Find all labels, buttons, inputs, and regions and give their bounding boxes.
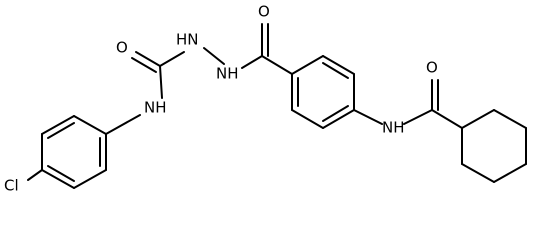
bond — [159, 51, 185, 67]
atom-labels: O NH O HN NH NH O Cl — [4, 3, 438, 195]
bond — [403, 109, 433, 125]
atom-label-o-cyclohexyl-amide: O — [426, 59, 438, 77]
atom-label-nh-hydrazine-2: NH — [216, 65, 239, 83]
atom-label-nh-anilide: NH — [382, 119, 405, 137]
bond — [241, 55, 263, 69]
bond — [73, 115, 107, 135]
bond — [105, 114, 141, 135]
bond — [47, 165, 75, 182]
bond — [322, 55, 355, 75]
bond — [73, 169, 107, 189]
bond — [41, 169, 75, 189]
bond — [203, 47, 225, 65]
bond — [493, 109, 527, 129]
atom-label-nh-amide: NH — [144, 99, 167, 117]
bond — [41, 115, 75, 135]
molecule-canvas: O NH O HN NH NH O Cl — [4, 3, 527, 195]
bond — [291, 55, 324, 75]
bond — [431, 109, 463, 129]
bond — [493, 163, 527, 183]
structure-drawing: O NH O HN NH NH O Cl — [4, 3, 527, 195]
bond — [135, 51, 161, 67]
bond — [461, 109, 495, 129]
atom-label-o-carbonyl-amide: O — [258, 3, 270, 21]
bond — [131, 57, 157, 73]
atom-label-o-urea: O — [116, 39, 128, 57]
bond — [159, 65, 163, 99]
bond — [261, 55, 293, 75]
bond — [322, 62, 349, 79]
atom-label-cl: Cl — [4, 177, 19, 195]
bonds — [27, 23, 527, 189]
bond — [291, 109, 324, 129]
bond — [322, 109, 355, 129]
atom-label-nh-hydrazine-1: HN — [176, 31, 199, 49]
bond — [27, 169, 43, 181]
bond — [322, 105, 349, 122]
bond — [353, 109, 383, 125]
bond — [461, 163, 495, 183]
bond — [47, 122, 75, 139]
